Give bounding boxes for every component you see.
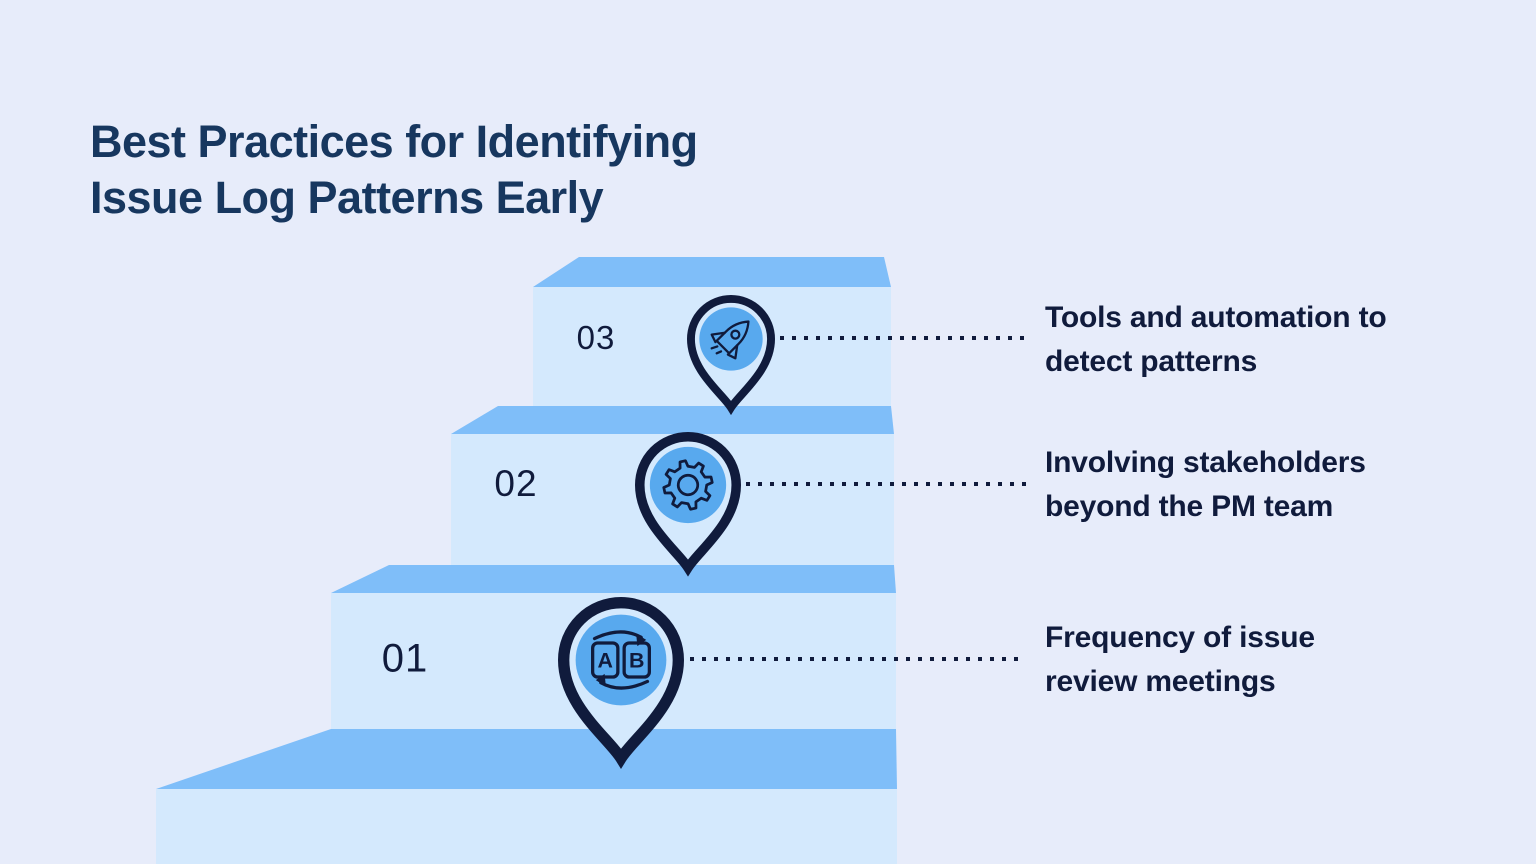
gear-icon [662, 459, 714, 511]
step-label-02: Involving stakeholders beyond the PM tea… [1045, 446, 1366, 523]
step-number-03: 03 [576, 319, 616, 356]
rocket-icon [710, 320, 750, 360]
pin-inner-circle [699, 307, 763, 371]
pin-marker-02 [634, 432, 742, 577]
step-number-02: 02 [494, 463, 538, 504]
step-label-03: Tools and automation to detect patterns [1045, 301, 1387, 378]
base-top-face [156, 729, 897, 789]
step-1-top-face [331, 565, 896, 593]
step-2-top-face [451, 406, 894, 434]
step-number-01: 01 [381, 636, 429, 681]
step-label-01: Frequency of issue review meetings [1045, 621, 1315, 698]
base-front-face [156, 789, 897, 864]
pin-marker-01: A B [557, 597, 685, 769]
pin-inner-circle [649, 446, 727, 524]
pin-marker-03 [686, 295, 776, 416]
step-3-top-face [533, 257, 891, 287]
ab-icon-letter-b: B [629, 649, 644, 673]
ab-compare-icon: A B [591, 630, 651, 690]
page-title: Best Practices for Identifying Issue Log… [90, 116, 698, 224]
ab-icon-letter-a: A [598, 649, 613, 673]
pin-inner-circle [575, 614, 667, 706]
